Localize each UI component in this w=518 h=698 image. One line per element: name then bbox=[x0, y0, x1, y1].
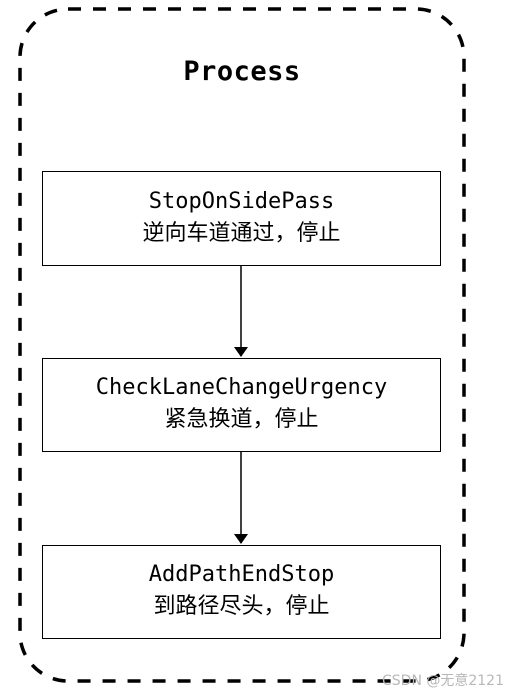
step-box-add-path-end-stop: AddPathEndStop 到路径尽头，停止 bbox=[42, 545, 441, 639]
step-name: StopOnSidePass bbox=[148, 188, 335, 214]
step-box-stop-on-side-pass: StopOnSidePass 逆向车道通过，停止 bbox=[42, 171, 441, 266]
step-description: 逆向车道通过，停止 bbox=[142, 220, 341, 246]
process-title: Process bbox=[183, 56, 301, 87]
step-name: CheckLaneChangeUrgency bbox=[95, 375, 388, 400]
watermark-text: CSDN @无意2121 bbox=[382, 673, 504, 689]
step-description: 到路径尽头，停止 bbox=[153, 594, 330, 619]
process-container-border bbox=[18, 7, 466, 683]
step-name: AddPathEndStop bbox=[148, 562, 335, 587]
step-description: 紧急换道，停止 bbox=[164, 407, 319, 432]
step-box-check-lane-change-urgency: CheckLaneChangeUrgency 紧急换道，停止 bbox=[42, 358, 441, 452]
